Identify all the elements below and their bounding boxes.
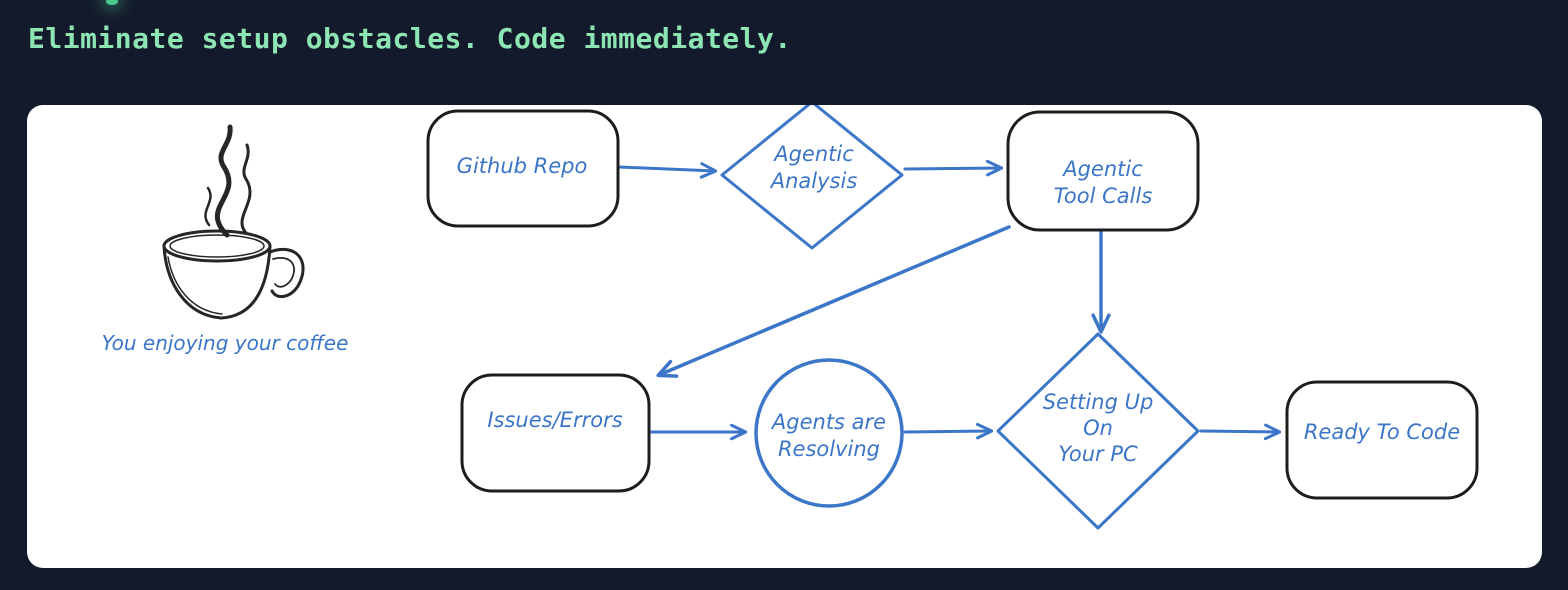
coffee-cup-icon [162,124,305,320]
node-agentic-analysis: Agentic Analysis [720,105,904,250]
diagram-panel: You enjoying your coffee Github Repo Age… [27,105,1542,568]
node-github-repo: Github Repo [426,109,620,228]
node-ready-to-code-label: Ready To Code [1304,420,1460,444]
node-setting-up: Setting Up On Your PC [996,332,1200,530]
flowchart-canvas: You enjoying your coffee Github Repo Age… [102,105,1479,530]
edge-toolcalls-to-issues [656,225,1011,378]
node-agentic-tool-calls-line1: Agentic [1061,157,1143,181]
node-setting-up-line1: Setting Up [1043,390,1154,414]
node-agentic-tool-calls-line2: Tool Calls [1054,184,1153,208]
flow-edges [617,159,1282,441]
node-issues-errors-label: Issues/Errors [487,408,622,432]
node-issues-errors: Issues/Errors [460,373,651,493]
glow-dot [106,0,118,5]
node-agentic-analysis-line1: Agentic [772,142,854,166]
node-github-repo-label: Github Repo [457,154,588,178]
node-agents-resolving: Agents are Resolving [754,358,904,508]
edge-analysis-to-toolcalls [903,159,1004,177]
edge-github-to-analysis [617,162,718,179]
node-setting-up-line3: Your PC [1058,442,1138,466]
node-agents-resolving-line2: Resolving [778,437,880,461]
coffee-caption: You enjoying your coffee [102,331,349,355]
edge-settingup-to-ready [1199,423,1282,441]
page-title: Eliminate setup obstacles. Code immediat… [28,22,792,55]
node-setting-up-line2: On [1083,416,1113,440]
node-agentic-tool-calls: Agentic Tool Calls [1006,110,1200,232]
edge-agents-to-settingup [903,422,994,440]
node-agents-resolving-line1: Agents are [770,410,886,434]
node-ready-to-code: Ready To Code [1285,380,1479,500]
node-agentic-analysis-line2: Analysis [769,169,858,193]
